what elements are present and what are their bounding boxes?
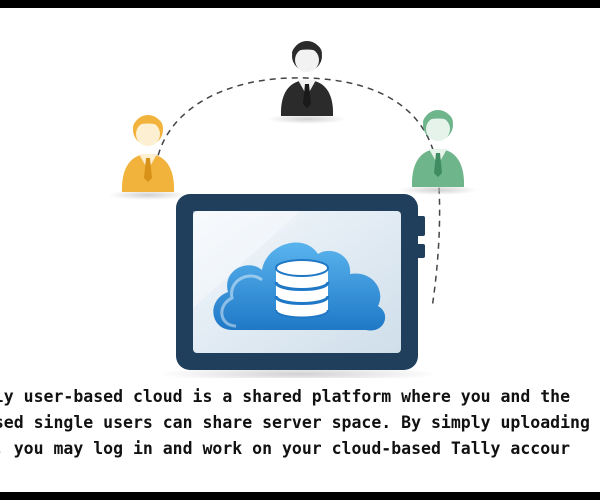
- caption-line-3: ta, you may log in and work on your clou…: [0, 439, 571, 458]
- database-icon: [274, 259, 330, 319]
- caption-line-2: based single users can share server spac…: [0, 413, 590, 432]
- top-user-icon: [267, 41, 347, 124]
- left-user-icon: [108, 115, 188, 200]
- slide-frame: ally user-based cloud is a shared platfo…: [0, 8, 600, 492]
- caption-text: ally user-based cloud is a shared platfo…: [0, 384, 600, 462]
- cloud-sharing-illustration: [108, 41, 478, 378]
- right-user-icon: [398, 110, 478, 195]
- caption-line-1: ally user-based cloud is a shared platfo…: [0, 387, 571, 406]
